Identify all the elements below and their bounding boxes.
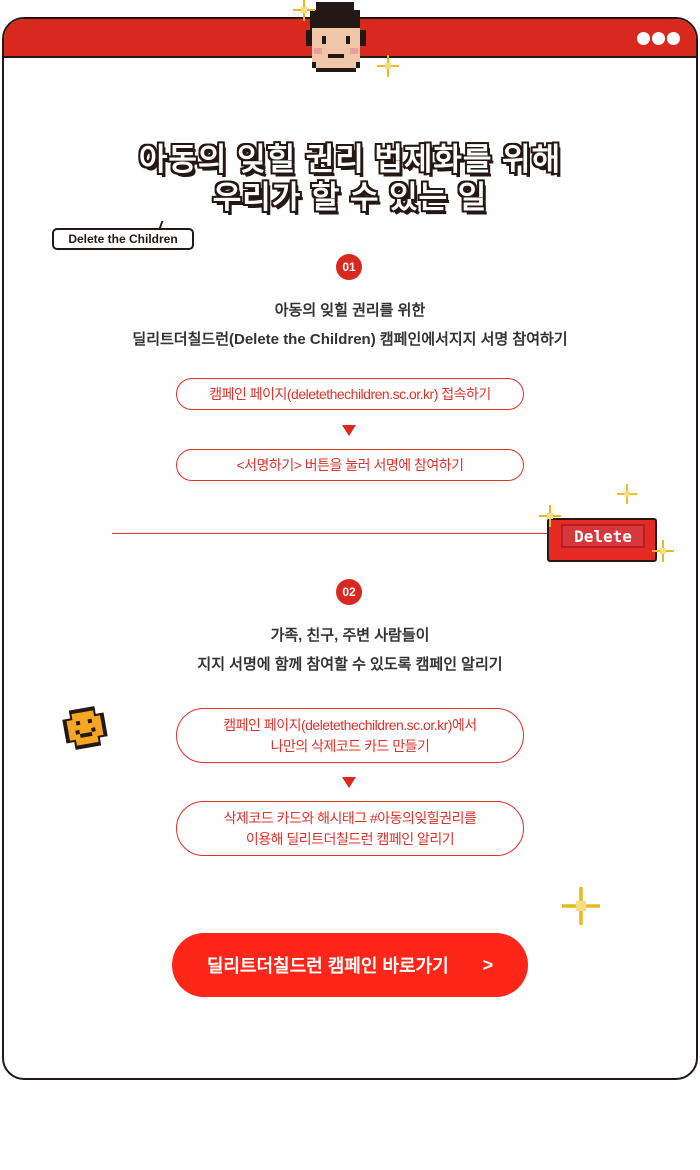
page-title-line-1: 아동의 잊힐 권리 법제화를 위해 [138, 142, 562, 177]
action-text: 캠페인 페이지(deletethechildren.sc.or.kr) 접속하기 [209, 385, 491, 402]
chevron-right-icon: > [482, 954, 494, 975]
step-02-action-make-card: 캠페인 페이지(deletethechildren.sc.or.kr)에서 나만… [176, 708, 524, 763]
sparkle-icon [293, 0, 315, 21]
action-text: 캠페인 페이지(deletethechildren.sc.or.kr)에서 [223, 716, 477, 733]
step-01-description-line-1: 아동의 잊힐 권리를 위한 [274, 302, 426, 319]
section-divider [112, 533, 548, 534]
step-02-description-line-1: 가족, 친구, 주변 사람들이 [270, 627, 430, 644]
step-01-action-sign: <서명하기> 버튼을 눌러 서명에 참여하기 [176, 449, 524, 481]
step-number-02: 02 [336, 579, 362, 605]
step-01-description-line-2: 딜리트더칠드런(Delete the Children) 캠페인에서지지 서명 … [132, 331, 568, 348]
sparkle-icon [539, 505, 561, 527]
pixel-delete-key-icon: Delete [547, 518, 657, 562]
sparkle-icon [377, 55, 399, 77]
action-text: 나만의 삭제코드 카드 만들기 [270, 737, 430, 754]
action-text: 이용해 딜리트더칠드런 캠페인 알리기 [245, 830, 455, 847]
delete-key-label: Delete [561, 524, 645, 548]
step-01-action-visit-page: 캠페인 페이지(deletethechildren.sc.or.kr) 접속하기 [176, 378, 524, 410]
sparkle-icon [617, 484, 637, 504]
delete-the-children-badge: Delete the Children [52, 228, 194, 250]
pixel-child-face-icon [306, 2, 366, 72]
down-arrow-icon [342, 777, 356, 788]
action-text: <서명하기> 버튼을 눌러 서명에 참여하기 [236, 456, 465, 473]
sparkle-icon [652, 540, 674, 562]
down-arrow-icon [342, 425, 356, 436]
step-02-action-share: 삭제코드 카드와 해시태그 #아동의잊힐권리를 이용해 딜리트더칠드런 캠페인 … [176, 801, 524, 856]
step-number-01: 01 [336, 254, 362, 280]
sparkle-icon [562, 887, 600, 925]
pixel-smiley-icon [62, 706, 108, 750]
page-title-line-2: 우리가 할 수 있는 일 [212, 180, 488, 215]
step-02-description-line-2: 지지 서명에 함께 참여할 수 있도록 캠페인 알리기 [197, 656, 503, 673]
cta-label: 딜리트더칠드런 캠페인 바로가기 [206, 956, 449, 976]
action-text: 삭제코드 카드와 해시태그 #아동의잊힐권리를 [223, 809, 477, 826]
three-dots-icon[interactable] [637, 32, 680, 45]
campaign-link-button[interactable]: 딜리트더칠드런 캠페인 바로가기 > [172, 933, 528, 997]
